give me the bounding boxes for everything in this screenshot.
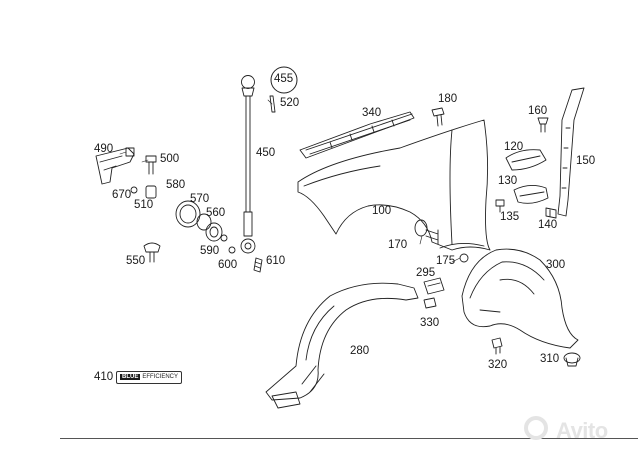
label-455: 455 — [274, 73, 294, 85]
leader-lines — [119, 99, 461, 263]
label-310: 310 — [540, 353, 560, 365]
label-490: 490 — [94, 143, 114, 155]
label-140: 140 — [538, 219, 558, 231]
bracket-150 — [557, 87, 585, 217]
label-300: 300 — [546, 259, 566, 271]
washer-600 — [228, 246, 236, 254]
label-135: 135 — [500, 211, 520, 223]
label-550: 550 — [126, 255, 146, 267]
label-410: 410 — [94, 371, 114, 383]
badge-word: BLUE — [120, 374, 141, 380]
strip-340 — [299, 111, 415, 159]
label-180: 180 — [438, 93, 458, 105]
label-120: 120 — [504, 141, 524, 153]
label-160: 160 — [528, 105, 548, 117]
clip-310 — [563, 352, 581, 367]
label-320: 320 — [488, 359, 508, 371]
label-670: 670 — [112, 189, 132, 201]
pin-520 — [269, 95, 276, 113]
bottom-rule — [60, 438, 638, 439]
label-170: 170 — [388, 239, 408, 251]
label-130: 130 — [498, 175, 518, 187]
holder-120 — [505, 149, 547, 171]
sleeve-510 — [145, 185, 157, 199]
pin-160 — [537, 117, 549, 133]
label-510: 510 — [134, 199, 154, 211]
callout-circle-455 — [270, 66, 298, 94]
ring-570 — [196, 213, 212, 231]
liner-280 — [265, 282, 419, 409]
label-340: 340 — [362, 107, 382, 119]
label-570: 570 — [190, 193, 210, 205]
screw-140 — [545, 207, 557, 219]
label-175: 175 — [436, 255, 456, 267]
label-280: 280 — [350, 345, 370, 357]
liner-300 — [461, 248, 579, 349]
label-500: 500 — [160, 153, 180, 165]
holder-130 — [513, 185, 549, 204]
label-600: 600 — [218, 259, 238, 271]
watermark-logo-icon — [524, 416, 548, 440]
label-295: 295 — [416, 267, 436, 279]
watermark-text: Avito — [556, 418, 608, 443]
lid-580 — [175, 200, 201, 228]
label-520: 520 — [280, 97, 300, 109]
label-100: 100 — [372, 205, 392, 217]
screw-135 — [495, 199, 505, 213]
clip-295 — [423, 277, 445, 295]
bolt-170 — [414, 219, 439, 245]
washer-590 — [220, 234, 228, 242]
rod-450 — [240, 75, 256, 254]
label-150: 150 — [576, 155, 596, 167]
label-610: 610 — [266, 255, 286, 267]
clip-320 — [491, 337, 503, 355]
nut-175 — [459, 253, 469, 263]
label-330: 330 — [420, 317, 440, 329]
badge-text: EFFICIENCY — [142, 374, 179, 380]
clip-550 — [143, 242, 161, 263]
bolt-180 — [431, 107, 445, 127]
label-450: 450 — [256, 147, 276, 159]
label-590: 590 — [200, 245, 220, 257]
seal-560 — [205, 222, 223, 242]
nut-330 — [423, 297, 437, 309]
label-580: 580 — [166, 179, 186, 191]
screw-610 — [253, 257, 263, 273]
washer-670 — [130, 186, 138, 194]
fender-100 — [297, 119, 491, 251]
label-560: 560 — [206, 207, 226, 219]
bolt-500 — [145, 155, 157, 175]
